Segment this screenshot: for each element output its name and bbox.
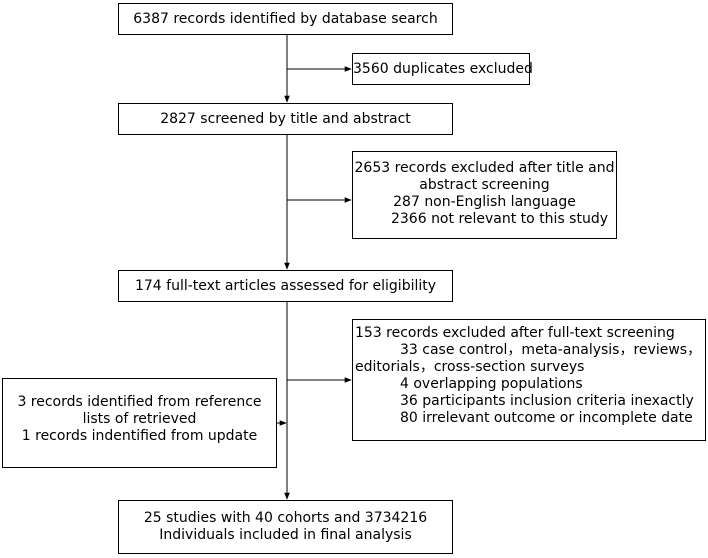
excluded-title-abstract-line: 2366 not relevant to this study	[390, 211, 609, 227]
excluded-fulltext-line: 36 participants inclusion criteria inexa…	[400, 393, 694, 409]
included-line: Individuals included in final analysis	[159, 527, 412, 543]
excluded-title-abstract-line: abstract screening	[419, 177, 550, 193]
excluded-fulltext-line: 4 overlapping populations	[400, 376, 583, 392]
screened-box: 2827 screened by title and abstract	[118, 103, 453, 135]
excluded-title-abstract-line: 287 non-English language	[393, 194, 576, 210]
duplicates-box: 3560 duplicates excluded	[352, 53, 533, 85]
excluded-fulltext-line: 33 case control，meta-analysis，reviews，	[400, 342, 702, 358]
excluded-fulltext-line: 80 irrelevant outcome or incomplete date	[400, 410, 693, 426]
excluded-fulltext-line: editorials，cross-section surveys	[355, 359, 585, 375]
identified-text: 6387 records identified by database sear…	[133, 11, 438, 27]
included-line: 25 studies with 40 cohorts and 3734216	[143, 510, 428, 526]
other-sources-box: 3 records identified from reference list…	[2, 378, 277, 468]
screened-text: 2827 screened by title and abstract	[160, 111, 411, 127]
fulltext-box: 174 full-text articles assessed for elig…	[118, 270, 453, 302]
duplicates-text: 3560 duplicates excluded	[353, 61, 533, 77]
excluded-fulltext-line: 153 records excluded after full-text scr…	[355, 325, 675, 341]
other-sources-line: 1 records indentified from update	[21, 428, 258, 444]
excluded-title-abstract-box: 2653 records excluded after title and ab…	[352, 151, 617, 239]
included-box: 25 studies with 40 cohorts and 3734216 I…	[118, 500, 453, 554]
other-sources-line: 3 records identified from reference	[17, 394, 262, 410]
excluded-fulltext-box: 153 records excluded after full-text scr…	[352, 319, 706, 441]
fulltext-text: 174 full-text articles assessed for elig…	[134, 278, 437, 294]
excluded-title-abstract-line: 2653 records excluded after title and	[354, 160, 615, 176]
identified-box: 6387 records identified by database sear…	[118, 3, 453, 35]
other-sources-line: lists of retrieved	[82, 411, 197, 427]
